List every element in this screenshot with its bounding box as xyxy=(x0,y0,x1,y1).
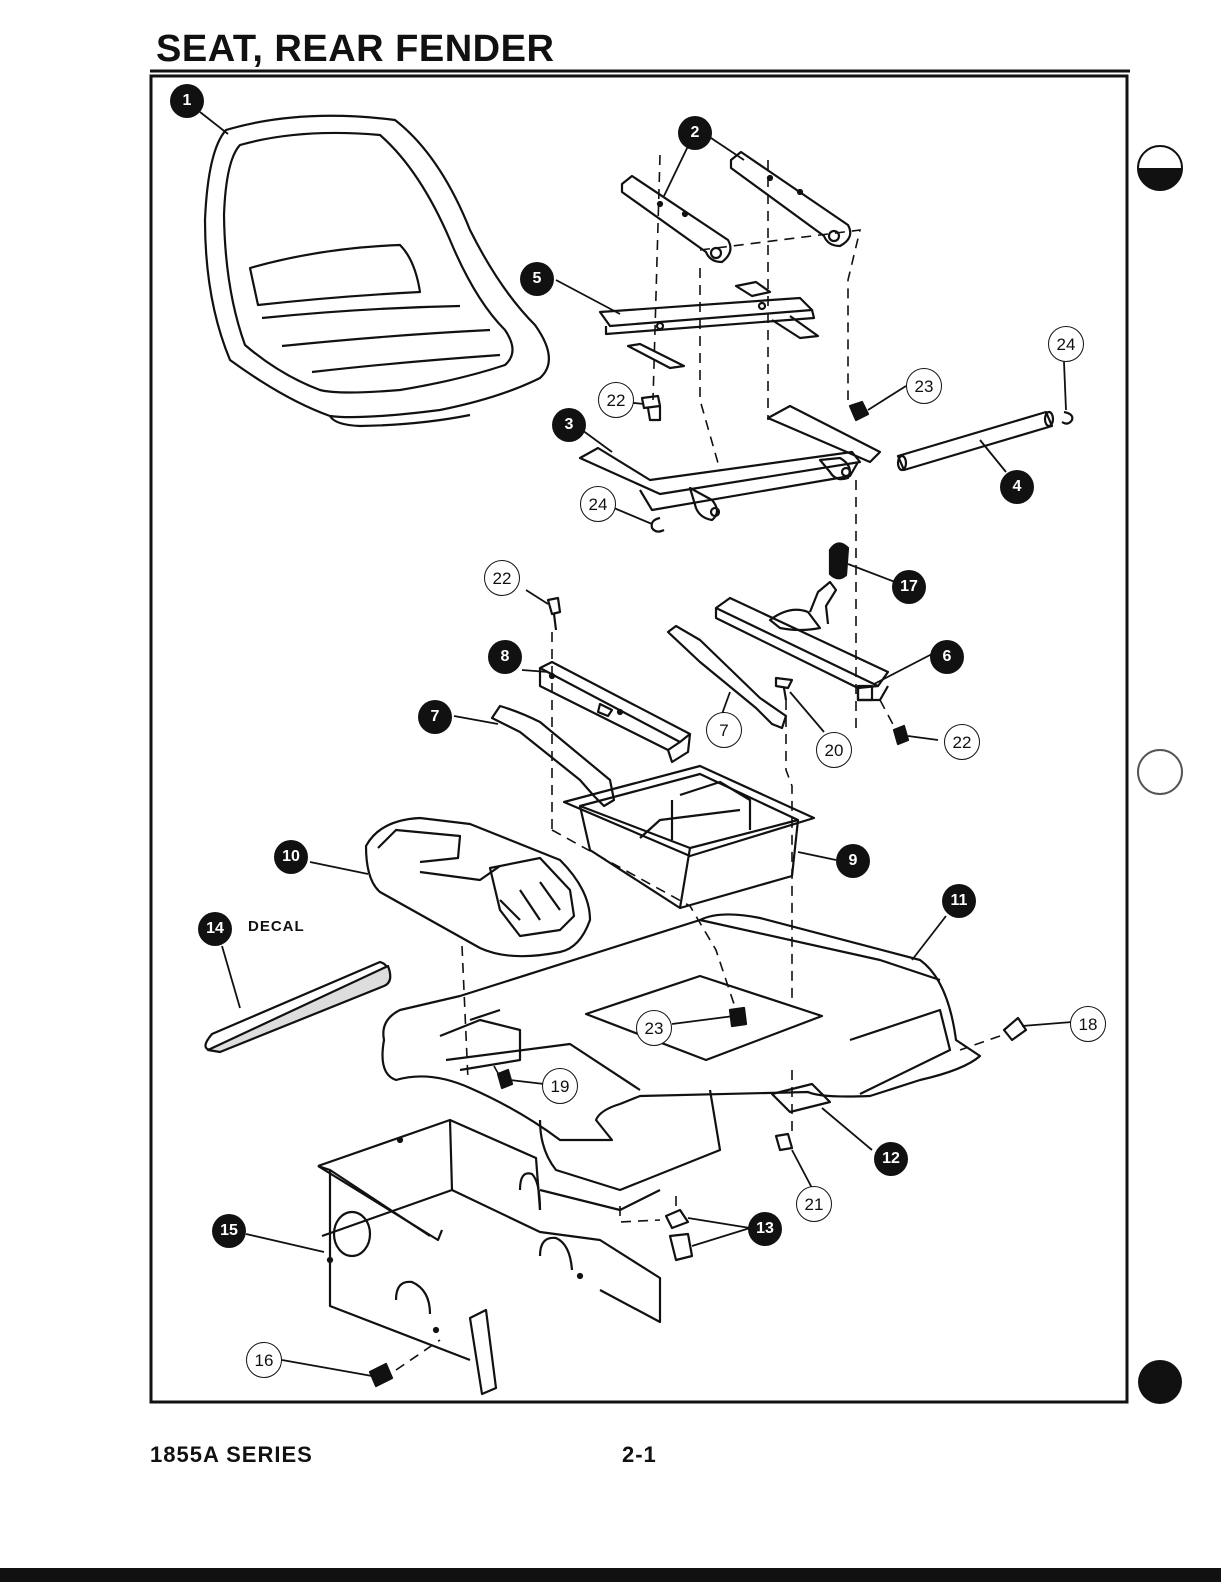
callout-22-right: 22 xyxy=(944,724,980,760)
callout-9: 9 xyxy=(836,844,870,878)
callout-1: 1 xyxy=(170,84,204,118)
callout-12: 12 xyxy=(874,1142,908,1176)
pivot-rod-part xyxy=(898,412,1053,470)
nut-21-part xyxy=(776,1134,792,1150)
callout-2: 2 xyxy=(678,116,712,150)
callout-14: 14 xyxy=(198,912,232,946)
callout-22-mid: 22 xyxy=(484,560,520,596)
bolt-22-upper-part xyxy=(642,396,660,420)
bolt-22-mid-part xyxy=(548,598,560,630)
bracket-12-part xyxy=(772,1084,830,1112)
callout-7-filled: 7 xyxy=(418,700,452,734)
bolt-22-right-part xyxy=(894,726,908,744)
decal-part xyxy=(205,962,390,1052)
callout-5: 5 xyxy=(520,262,554,296)
callout-24-right: 24 xyxy=(1048,326,1084,362)
callout-8: 8 xyxy=(488,640,522,674)
callout-10: 10 xyxy=(274,840,308,874)
support-strap-left-part xyxy=(492,706,614,806)
callout-13: 13 xyxy=(748,1212,782,1246)
fender-support-part xyxy=(318,1120,660,1394)
cross-plate-part xyxy=(600,282,818,368)
screw-20-part xyxy=(776,678,792,700)
seat-frame-part xyxy=(580,406,880,520)
screw-16-part xyxy=(370,1364,392,1386)
callout-6: 6 xyxy=(930,640,964,674)
console-cover-part xyxy=(366,818,590,956)
assembly-dashed-lines xyxy=(396,155,1000,1370)
callout-7-outline: 7 xyxy=(706,712,742,748)
callout-22-upper: 22 xyxy=(598,382,634,418)
callout-18: 18 xyxy=(1070,1006,1106,1042)
page-number: 2-1 xyxy=(622,1442,657,1468)
callout-15: 15 xyxy=(212,1214,246,1248)
callout-19: 19 xyxy=(542,1068,578,1104)
diagram-frame xyxy=(151,76,1127,1402)
bolt-18-part xyxy=(1004,1018,1026,1040)
seat-part xyxy=(205,116,549,426)
callout-21: 21 xyxy=(796,1186,832,1222)
callout-11: 11 xyxy=(942,884,976,918)
callout-23-upper: 23 xyxy=(906,368,942,404)
lever-grip-part xyxy=(830,543,848,578)
storage-tray-part xyxy=(564,766,814,908)
bottom-rule xyxy=(0,1568,1221,1582)
decal-label: DECAL xyxy=(248,918,305,935)
seat-track-part xyxy=(716,582,888,700)
callout-17: 17 xyxy=(892,570,926,604)
seat-rail-part xyxy=(540,662,690,762)
series-label: 1855A SERIES xyxy=(150,1442,313,1468)
callout-20: 20 xyxy=(816,732,852,768)
binder-hole-marks xyxy=(1138,146,1182,1404)
screw-19-part xyxy=(498,1070,512,1088)
callout-23-lower: 23 xyxy=(636,1010,672,1046)
callout-4: 4 xyxy=(1000,470,1034,504)
callout-16: 16 xyxy=(246,1342,282,1378)
nut-23-upper-part xyxy=(850,402,868,420)
callout-3: 3 xyxy=(552,408,586,442)
callout-24-left: 24 xyxy=(580,486,616,522)
